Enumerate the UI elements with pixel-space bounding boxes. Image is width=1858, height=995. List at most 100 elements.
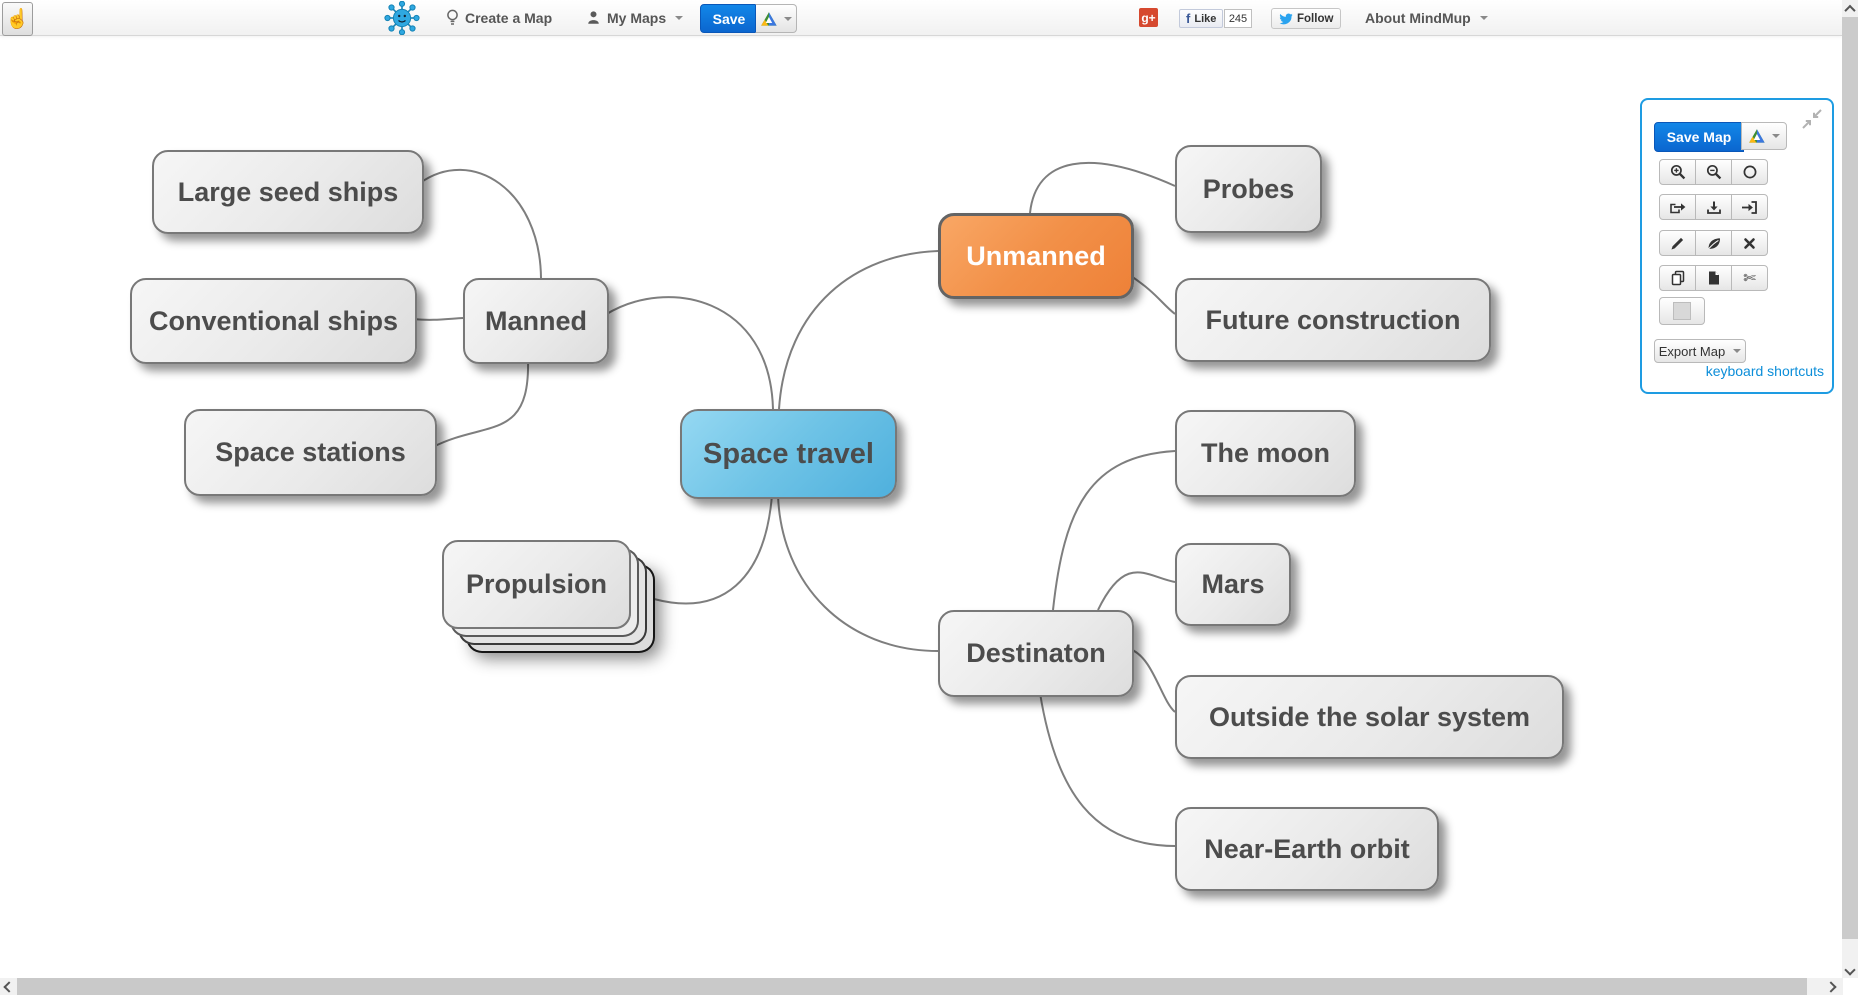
node-space-travel-root[interactable]: Space travel bbox=[680, 409, 897, 499]
nav-about-mindmup[interactable]: About MindMup bbox=[1365, 0, 1488, 35]
mindmup-logo[interactable] bbox=[378, 1, 426, 35]
top-navbar: ☝ Create a Map bbox=[0, 0, 1842, 36]
node-destinaton[interactable]: Destinaton bbox=[938, 610, 1134, 697]
export-map-button[interactable]: Export Map bbox=[1654, 339, 1746, 363]
horizontal-scrollbar-thumb[interactable] bbox=[17, 978, 1807, 995]
node-unmanned-selected[interactable]: Unmanned bbox=[938, 213, 1134, 299]
node-label: Probes bbox=[1202, 173, 1295, 204]
node-outside-the-solar-system[interactable]: Outside the solar system bbox=[1175, 675, 1564, 759]
color-swatch bbox=[1673, 302, 1691, 320]
hand-pointer-icon: ☝ bbox=[5, 9, 30, 30]
chevron-down-icon bbox=[1733, 349, 1742, 353]
x-icon bbox=[1744, 237, 1755, 249]
vertical-scrollbar[interactable] bbox=[1842, 0, 1858, 978]
facebook-like-button[interactable]: f Like bbox=[1179, 9, 1224, 28]
google-drive-dropdown-button[interactable] bbox=[755, 4, 797, 33]
save-map-button[interactable]: Save Map bbox=[1654, 122, 1744, 152]
node-label: Conventional ships bbox=[148, 305, 399, 336]
node-label: Mars bbox=[1201, 569, 1265, 599]
twitter-follow-label: Follow bbox=[1297, 12, 1334, 25]
node-label: Space travel bbox=[703, 437, 874, 470]
node-the-moon[interactable]: The moon bbox=[1175, 410, 1356, 497]
pencil-icon bbox=[1671, 237, 1684, 249]
scroll-left-button[interactable] bbox=[0, 978, 17, 995]
cut-button[interactable]: ✄ bbox=[1731, 265, 1768, 291]
node-label: Future construction bbox=[1205, 304, 1461, 335]
node-large-seed-ships[interactable]: Large seed ships bbox=[152, 150, 424, 234]
chevron-left-icon bbox=[2, 980, 15, 993]
node-color-button[interactable] bbox=[1659, 297, 1705, 325]
chevron-down-icon bbox=[675, 15, 684, 20]
reset-zoom-button[interactable] bbox=[1731, 159, 1768, 185]
chevron-down-icon bbox=[1771, 134, 1780, 138]
person-icon bbox=[588, 11, 599, 24]
nav-create-a-map[interactable]: Create a Map bbox=[446, 0, 552, 35]
pan-tool-button[interactable]: ☝ bbox=[2, 2, 33, 36]
zoom-out-button[interactable] bbox=[1695, 159, 1732, 185]
save-button-label: Save bbox=[712, 10, 746, 27]
lightbulb-icon bbox=[447, 9, 458, 25]
zoom-out-icon bbox=[1706, 164, 1721, 180]
chevron-down-icon bbox=[1844, 963, 1856, 976]
paste-icon bbox=[1708, 271, 1719, 285]
scroll-down-button[interactable] bbox=[1842, 961, 1858, 978]
google-drive-icon bbox=[1748, 129, 1765, 143]
node-label: Outside the solar system bbox=[1208, 701, 1531, 732]
chevron-up-icon bbox=[1844, 4, 1856, 16]
style-node-button[interactable] bbox=[1695, 230, 1732, 256]
nav-about-label: About MindMup bbox=[1365, 9, 1471, 26]
chevron-down-icon bbox=[783, 16, 792, 21]
copy-button[interactable] bbox=[1659, 265, 1696, 291]
node-label: Propulsion bbox=[466, 569, 607, 599]
collapse-panel-icon[interactable] bbox=[1800, 108, 1824, 130]
node-future-construction[interactable]: Future construction bbox=[1175, 278, 1491, 362]
horizontal-scrollbar[interactable] bbox=[0, 978, 1843, 995]
node-near-earth-orbit[interactable]: Near-Earth orbit bbox=[1175, 807, 1439, 891]
paste-button[interactable] bbox=[1695, 265, 1732, 291]
node-probes[interactable]: Probes bbox=[1175, 145, 1322, 233]
nav-my-maps[interactable]: My Maps bbox=[586, 0, 684, 35]
nav-my-maps-label: My Maps bbox=[607, 9, 667, 26]
scissors-icon: ✄ bbox=[1743, 269, 1756, 287]
node-label: Destinaton bbox=[966, 638, 1106, 668]
keyboard-shortcuts-link[interactable]: keyboard shortcuts bbox=[1705, 363, 1824, 379]
leaf-icon bbox=[1707, 237, 1720, 249]
download-button[interactable] bbox=[1695, 194, 1732, 220]
scroll-up-button[interactable] bbox=[1842, 0, 1858, 17]
google-drive-icon bbox=[760, 11, 777, 26]
node-mars[interactable]: Mars bbox=[1175, 543, 1291, 626]
delete-node-button[interactable] bbox=[1731, 230, 1768, 256]
facebook-like-label: Like bbox=[1194, 12, 1217, 25]
save-button[interactable]: Save bbox=[700, 4, 758, 33]
node-conventional-ships[interactable]: Conventional ships bbox=[130, 278, 417, 364]
twitter-follow-button[interactable]: Follow bbox=[1271, 8, 1342, 29]
save-map-drive-dropdown[interactable] bbox=[1741, 122, 1787, 150]
scrollbar-corner bbox=[1843, 978, 1858, 995]
facebook-like-count: 245 bbox=[1224, 9, 1252, 28]
zoom-in-button[interactable] bbox=[1659, 159, 1696, 185]
google-plus-icon: g+ bbox=[1141, 10, 1156, 25]
floating-toolbar-panel: Save Map bbox=[1640, 98, 1834, 394]
move-out-button[interactable] bbox=[1659, 194, 1696, 220]
node-manned[interactable]: Manned bbox=[463, 278, 609, 364]
twitter-bird-icon bbox=[1279, 13, 1293, 24]
download-icon bbox=[1706, 201, 1721, 214]
zoom-in-icon bbox=[1670, 164, 1685, 180]
chevron-right-icon bbox=[1825, 980, 1837, 993]
scroll-right-button[interactable] bbox=[1807, 978, 1843, 995]
node-label: Manned bbox=[484, 305, 587, 336]
arrow-in-icon bbox=[1742, 200, 1757, 214]
move-in-button[interactable] bbox=[1731, 194, 1768, 220]
google-plus-button[interactable]: g+ bbox=[1139, 8, 1158, 27]
node-propulsion-collapsed[interactable]: Propulsion bbox=[442, 540, 631, 629]
node-space-stations[interactable]: Space stations bbox=[184, 409, 437, 496]
vertical-scrollbar-thumb[interactable] bbox=[1842, 17, 1858, 939]
facebook-like-count-value: 245 bbox=[1228, 12, 1248, 25]
node-label: Large seed ships bbox=[177, 176, 399, 207]
copy-icon bbox=[1671, 270, 1684, 286]
facebook-icon: f bbox=[1186, 11, 1191, 26]
edit-node-button[interactable] bbox=[1659, 230, 1696, 256]
chevron-down-icon bbox=[1479, 15, 1488, 20]
mindmap-canvas[interactable]: Large seed ships Conventional ships Spac… bbox=[0, 36, 1842, 978]
node-label: Unmanned bbox=[966, 240, 1106, 271]
